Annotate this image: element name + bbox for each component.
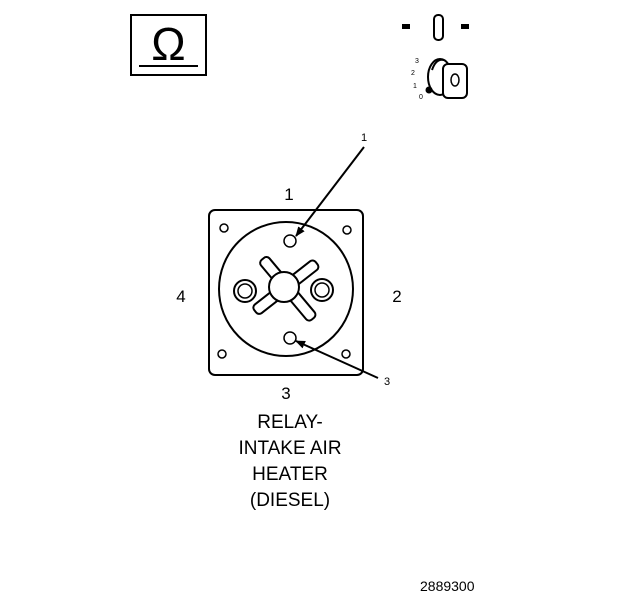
caption-line-1: RELAY-: [257, 412, 323, 433]
ignition-off-icon: [402, 14, 469, 41]
mounting-hole: [219, 223, 229, 233]
callout-label-1: 1: [361, 132, 367, 144]
terminal-1: [283, 234, 297, 248]
callout-arrow-1: [295, 146, 365, 237]
terminal-label-1: 1: [284, 185, 293, 204]
mounting-hole: [217, 349, 227, 359]
callout-arrow-3: [295, 340, 379, 379]
terminal-3: [283, 331, 297, 345]
mounting-hole: [342, 225, 352, 235]
terminal-label-2: 2: [392, 287, 401, 306]
caption-line-2: INTAKE AIR: [238, 438, 342, 459]
relay-caption: RELAY- INTAKE AIR HEATER (DIESEL): [200, 410, 380, 514]
mounting-hole: [341, 349, 351, 359]
ohm-glyph: Ω: [151, 18, 185, 70]
key-pos-2: 2: [411, 70, 415, 77]
callout-label-3: 3: [384, 376, 390, 388]
key-pos-0: 0: [419, 94, 423, 101]
key-pos-3: 3: [415, 58, 419, 65]
caption-line-4: (DIESEL): [249, 490, 331, 511]
ignition-key-icon: 3 2 1 0: [411, 58, 468, 101]
caption-line-3: HEATER: [252, 464, 328, 485]
terminal-label-4: 4: [176, 287, 185, 306]
terminal-label-3: 3: [281, 384, 290, 403]
figure-number: 2889300: [420, 578, 475, 594]
ohmmeter-symbol-icon: Ω: [130, 14, 207, 76]
relay-body: [208, 209, 364, 376]
key-pos-1: 1: [413, 83, 417, 90]
